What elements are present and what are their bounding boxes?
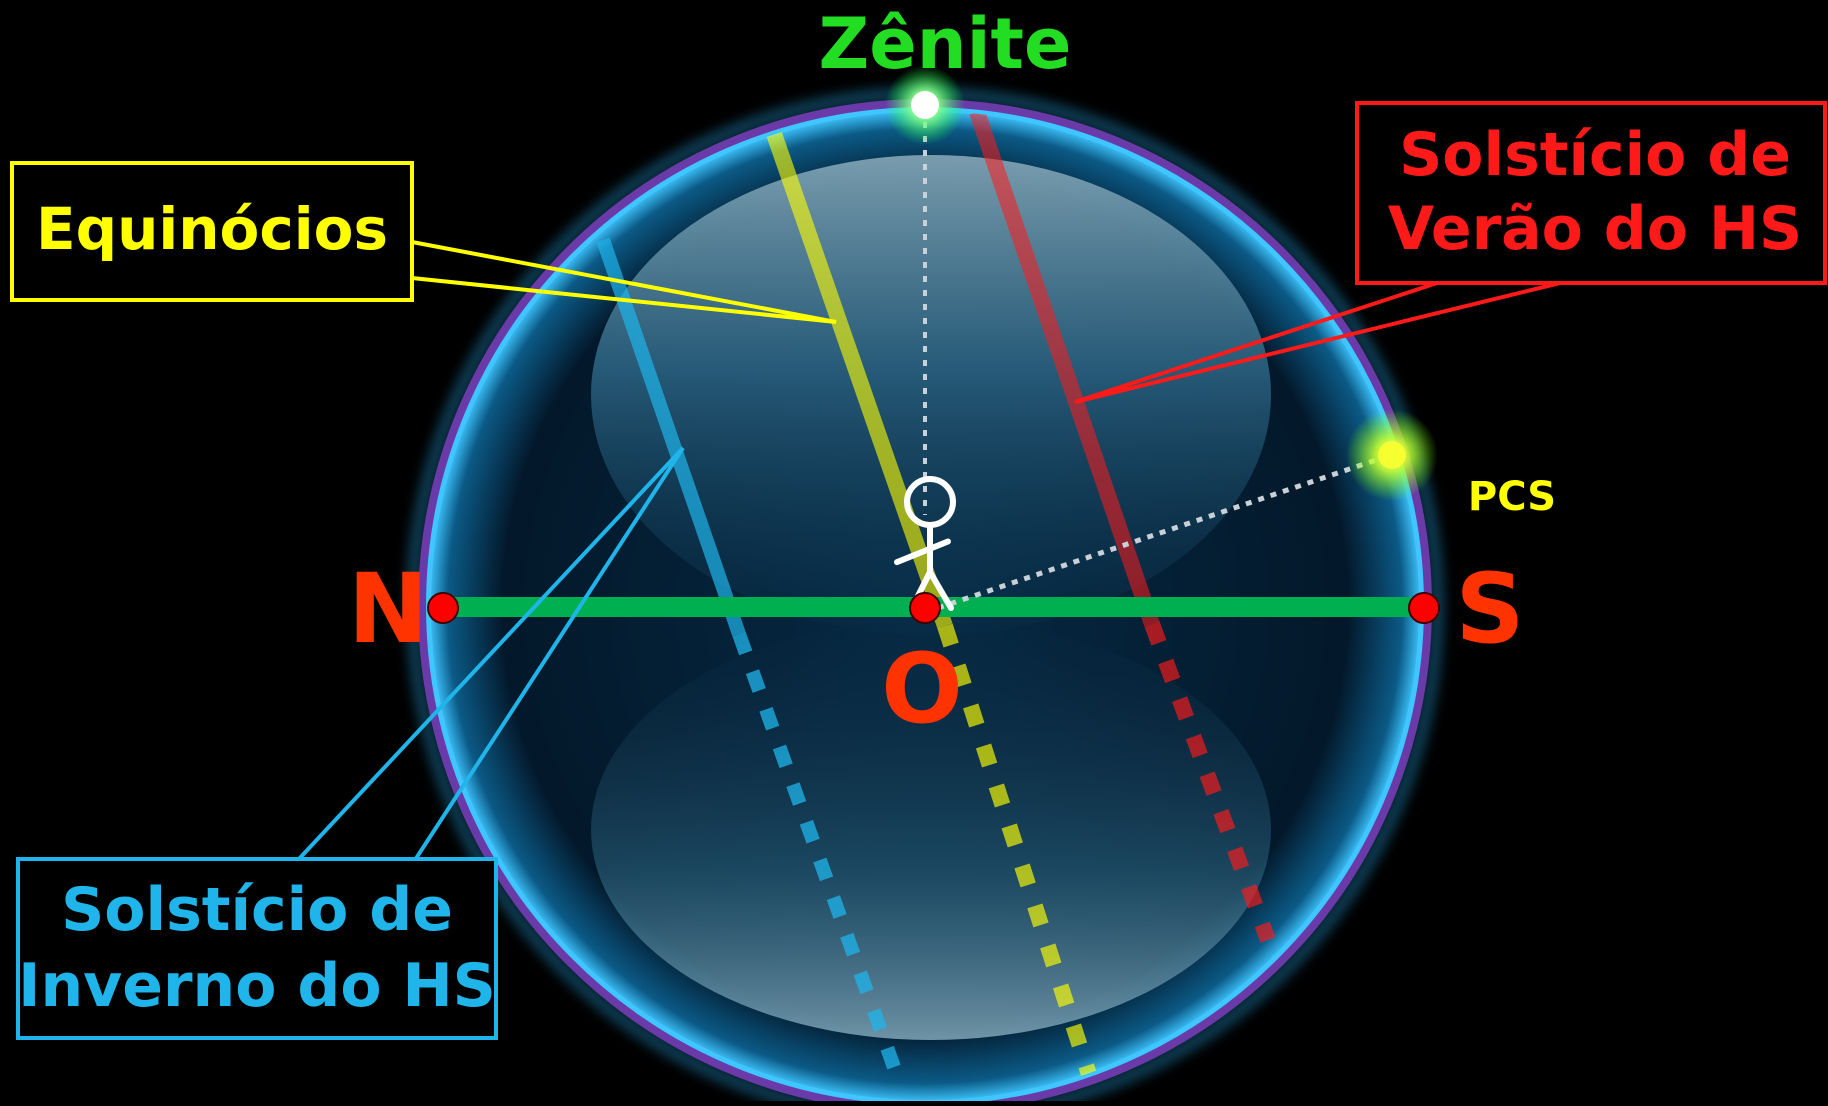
zenith-point (885, 65, 965, 145)
south-point (1408, 592, 1440, 624)
upper-hemisphere-shading (591, 155, 1271, 635)
winter-callout: Solstício de Inverno do HS (16, 446, 685, 1040)
north-label: N (348, 553, 428, 665)
observer-label: O (881, 633, 963, 745)
lower-hemisphere-shading (591, 620, 1271, 1040)
summer-solstice-path-hidden (1144, 621, 1276, 943)
equinox-callout-text: Equinócios (36, 195, 388, 263)
winter-solstice-path-visible (596, 237, 746, 637)
observer-point (909, 592, 941, 624)
pole-line (937, 453, 1389, 611)
summer-callout-line1: Solstício de (1399, 120, 1791, 190)
summer-solstice-path-visible (969, 111, 1160, 627)
summer-callout-line2: Verão do HS (1388, 194, 1803, 264)
pcs-label: PCS (1468, 474, 1556, 520)
south-label: S (1455, 553, 1524, 665)
summer-callout: Solstício de Verão do HS (1074, 101, 1827, 404)
pcs-point (1346, 409, 1438, 501)
equinox-callout: Equinócios (10, 161, 837, 324)
zenith-label: Zênite (819, 3, 1072, 85)
north-point (427, 592, 459, 624)
winter-callout-line1: Solstício de (61, 875, 453, 945)
equinox-path-visible (765, 128, 953, 629)
winter-callout-line2: Inverno do HS (18, 951, 496, 1021)
